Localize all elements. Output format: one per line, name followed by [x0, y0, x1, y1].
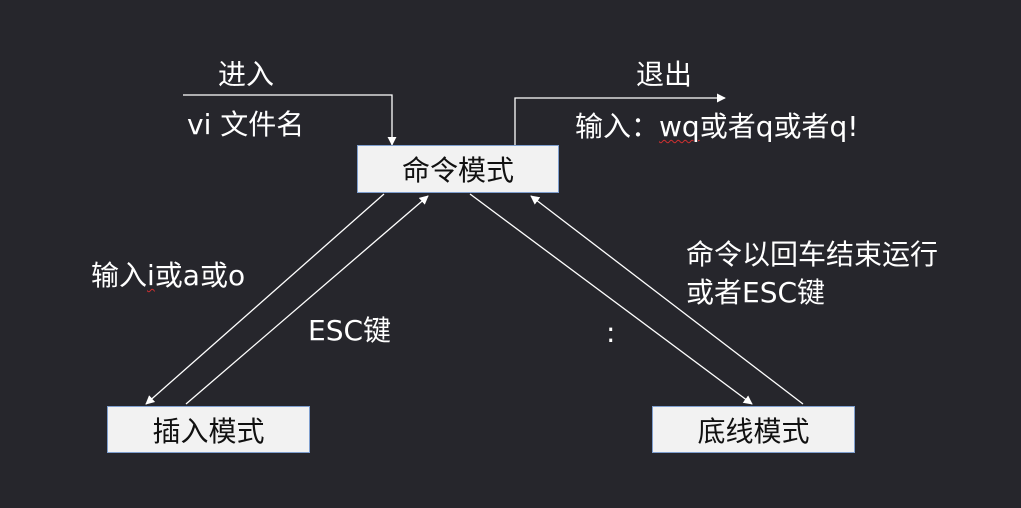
last-line-mode-node: 底线模式: [652, 406, 855, 453]
exit-command-label: 输入：wq或者q或者q!: [575, 113, 858, 141]
insert-to-command-arrow: [185, 195, 429, 405]
last-line-mode-label: 底线模式: [697, 414, 810, 448]
command-mode-label: 命令模式: [401, 154, 514, 187]
exit-prefix: 输入：: [575, 110, 660, 143]
command-mode-node: 命令模式: [357, 145, 559, 193]
vi-filename-label: vi 文件名: [187, 108, 305, 141]
lastline-to-command-arrow: [530, 195, 804, 405]
exit-arrow: [514, 93, 726, 145]
run-command-label-line1: 命令以回车结束运行: [686, 238, 939, 271]
exit-label: 退出: [636, 58, 693, 91]
run-command-label-line2: 或者ESC键: [686, 276, 826, 309]
esc-key-label: ESC键: [308, 314, 392, 347]
enter-label: 进入: [218, 58, 275, 91]
exit-wq: wq: [659, 110, 700, 143]
insert-rest: 或a或o: [154, 259, 246, 292]
command-to-insert-arrow: [145, 193, 385, 405]
colon-label: :: [606, 316, 616, 349]
exit-rest: 或者q或者q!: [699, 110, 859, 143]
command-to-lastline-arrow: [469, 193, 753, 405]
insert-i: i: [147, 259, 155, 292]
insert-mode-node: 插入模式: [107, 406, 310, 453]
insert-keys-label: 输入i或a或o: [91, 262, 245, 290]
insert-mode-label: 插入模式: [152, 414, 265, 448]
enter-arrow: [183, 94, 397, 146]
insert-prefix: 输入: [91, 259, 148, 292]
